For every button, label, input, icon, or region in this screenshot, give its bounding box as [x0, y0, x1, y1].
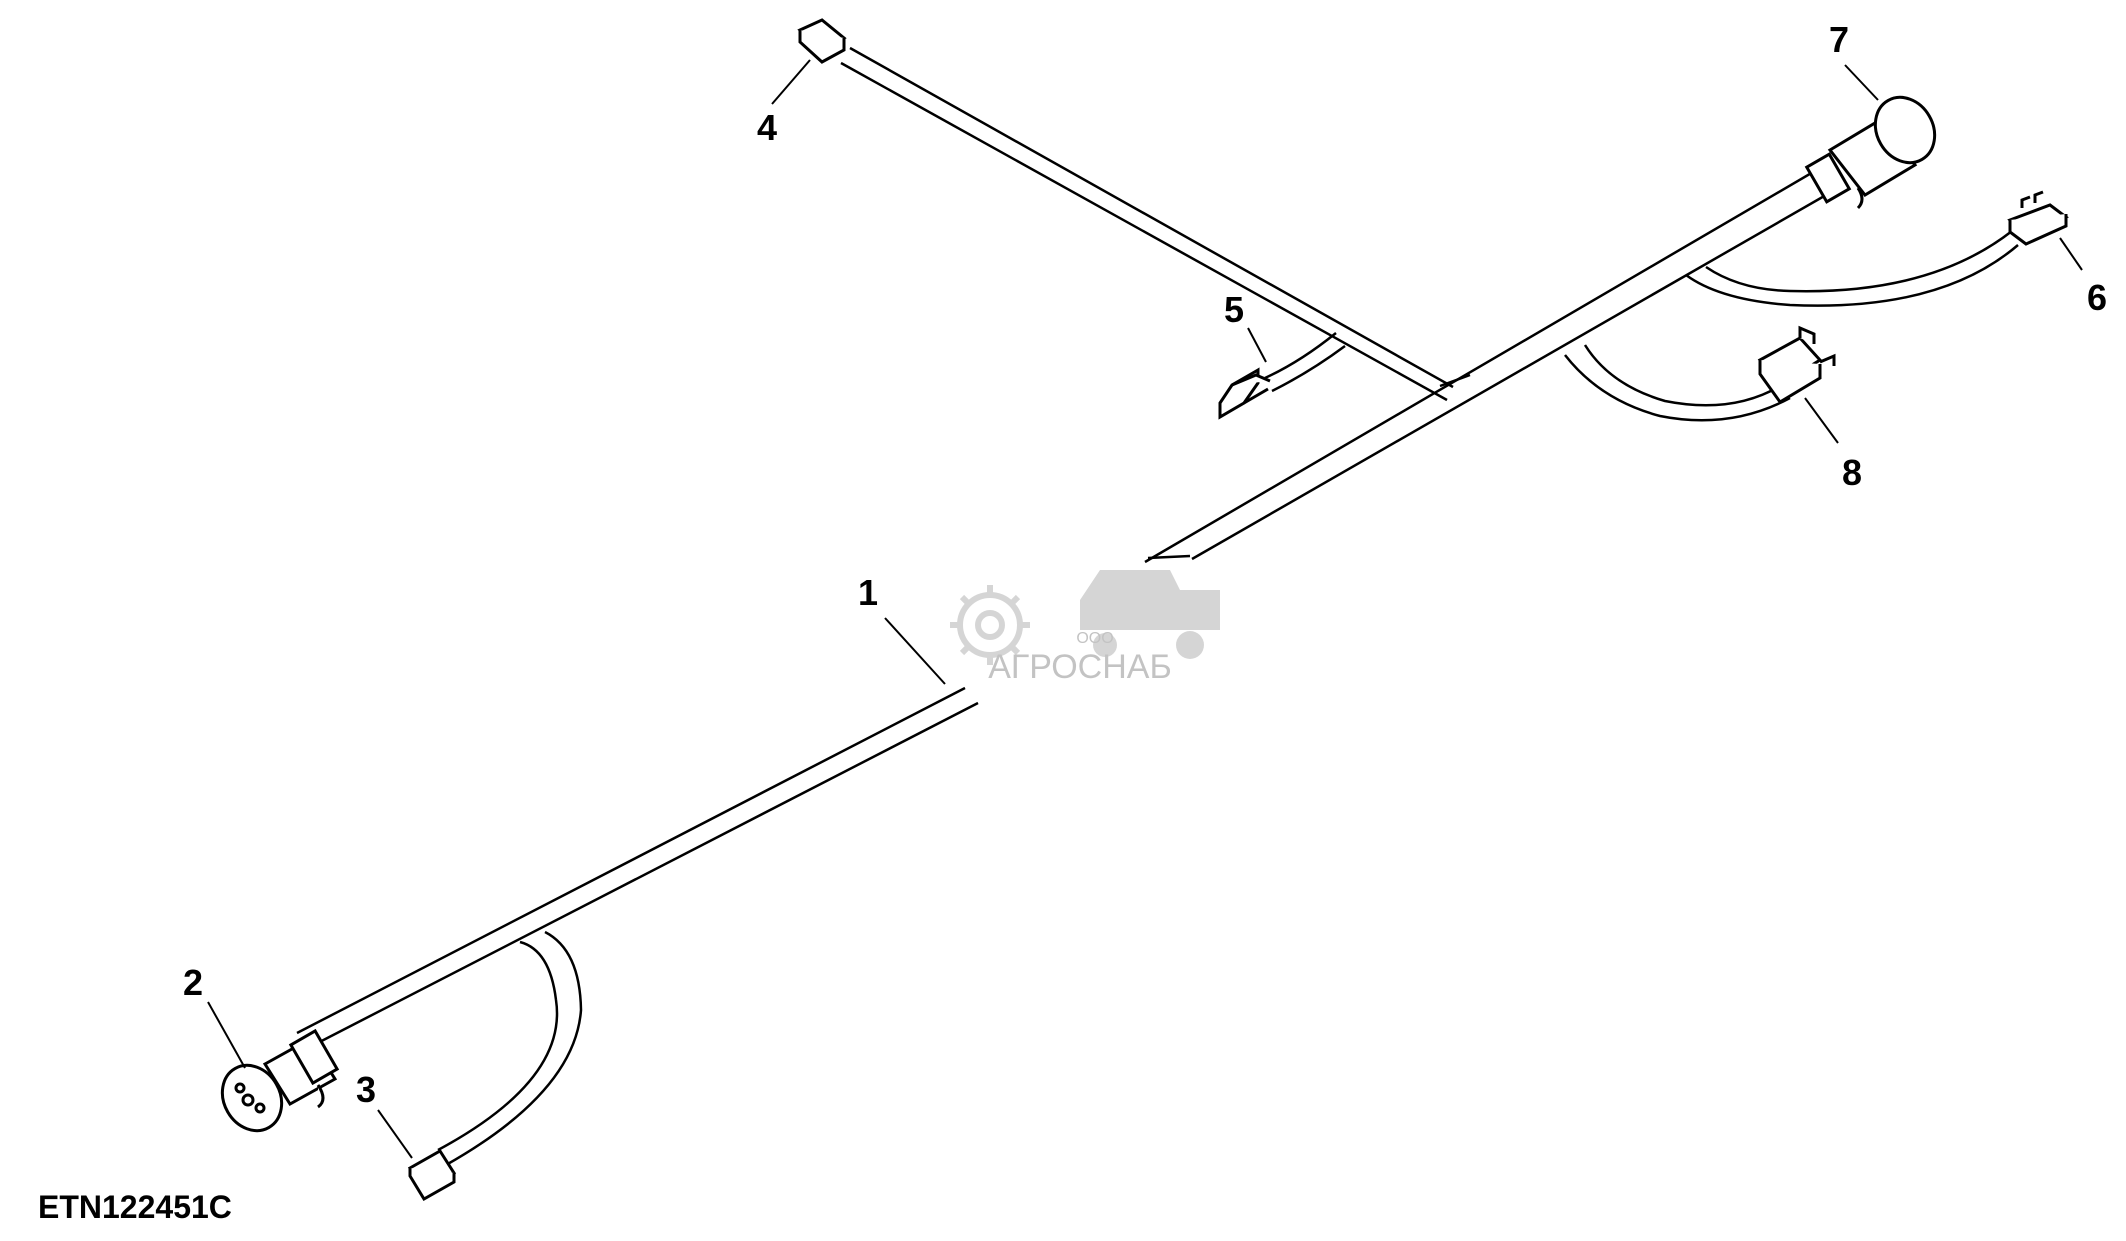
callout-7: 7: [1829, 19, 1849, 60]
connector-5: [1218, 367, 1271, 420]
leader-3: [377, 1109, 413, 1159]
connector-3: [407, 1148, 457, 1202]
callout-4: 4: [757, 107, 777, 148]
callout-5: 5: [1224, 289, 1244, 330]
branch-to-connector-8: [1564, 344, 1791, 422]
leader-lines: [207, 59, 2083, 1159]
watermark-name: АГРОСНАБ: [988, 648, 1172, 686]
leader-5: [1247, 327, 1267, 363]
connector-8: [1757, 325, 1836, 404]
leader-8: [1804, 397, 1839, 444]
callout-3: 3: [356, 1069, 376, 1110]
main-harness-trunk: [296, 166, 1841, 1051]
leader-4: [771, 59, 811, 105]
leader-7: [1844, 64, 1879, 101]
connector-6: [2007, 190, 2069, 246]
branch-to-connector-3: [437, 930, 583, 1167]
callout-8: 8: [1842, 452, 1862, 493]
watermark-prefix: ООО: [1076, 630, 1113, 647]
round-connector-2: [220, 1028, 340, 1133]
branch-to-connector-4: [840, 46, 1454, 402]
callout-1: 1: [858, 572, 878, 613]
leader-6: [2059, 237, 2083, 271]
round-connector-7: [1804, 95, 1937, 210]
callout-2: 2: [183, 962, 203, 1003]
watermark: ООО АГРОСНАБ: [950, 570, 1220, 686]
connector-4: [797, 18, 847, 64]
harvester-logo-icon: [1080, 570, 1220, 659]
leader-1: [884, 617, 946, 685]
figure-id: ETN122451C: [38, 1189, 232, 1225]
gear-logo-icon: [950, 585, 1030, 665]
leader-2: [207, 1001, 246, 1069]
branch-to-connector-6: [1685, 230, 2019, 307]
branch-to-connector-5: [1264, 332, 1346, 393]
callout-6: 6: [2087, 277, 2107, 318]
